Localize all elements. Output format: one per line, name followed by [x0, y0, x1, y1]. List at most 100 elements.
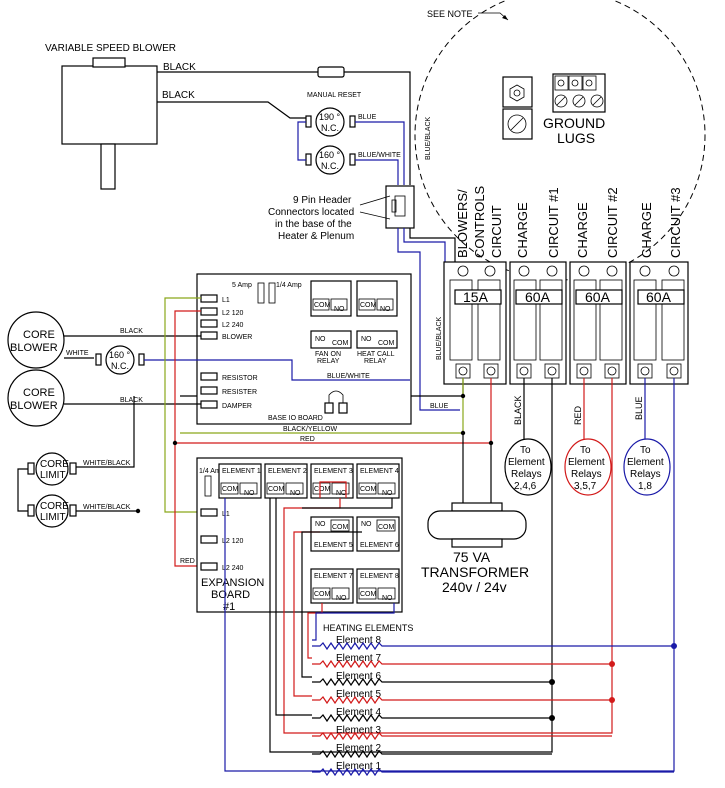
exp-element-1: ELEMENT 1	[222, 468, 261, 475]
relay-com: COM	[378, 524, 395, 531]
relay-callout-3-c: Relays	[630, 469, 661, 480]
exp-element-5: ELEMENT 5	[314, 542, 353, 549]
core-limit-1-label-b: LIMIT	[40, 470, 66, 481]
heating-elements: HEATING ELEMENTS Element 8 Element 7 Ele…	[312, 623, 677, 777]
heating-element-6: Element 6	[336, 671, 381, 682]
relay-com: COM	[314, 302, 331, 309]
io-damper: DAMPER	[222, 403, 252, 410]
base-io-board: 5 Amp 1/4 Amp L1 L2 120 L2 240 BLOWER RE…	[196, 273, 412, 425]
heating-element-4: Element 4	[336, 707, 381, 718]
wire-label-white-black-1: WHITE/BLACK	[83, 460, 131, 467]
see-note-label: SEE NOTE	[427, 9, 473, 19]
breaker-charge-circuit-1: CHARGE CIRCUIT #1 60A	[509, 187, 567, 385]
breaker-1-title-3: CIRCUIT	[489, 205, 504, 258]
limit-nc-3: N.C.	[111, 361, 129, 371]
relay-no: NO	[244, 490, 255, 497]
wire-label-white: WHITE	[66, 350, 89, 357]
nine-pin-label-1: 9 Pin Header	[293, 195, 352, 206]
wire-label-black-vert: BLACK	[513, 395, 523, 425]
breaker-4-title-1: CHARGE	[639, 202, 654, 258]
relay-callout-1-a: To	[520, 445, 531, 456]
relay-no: NO	[315, 336, 326, 343]
heat-call-relay-label-2: RELAY	[364, 358, 387, 365]
wire-label-black-yellow: BLACK/YELLOW	[283, 426, 337, 433]
breaker-charge-circuit-2: CHARGE CIRCUIT #2 60A	[569, 187, 627, 385]
relay-callout-2-a: To	[580, 445, 591, 456]
relay-no: NO	[380, 306, 391, 313]
breaker-1-amps: 15A	[463, 289, 489, 305]
breaker-2-amps: 60A	[525, 289, 551, 305]
relay-callout-3-d: 1,8	[638, 481, 652, 492]
breaker-3-amps: 60A	[585, 289, 611, 305]
breaker-2-title-2: CIRCUIT #1	[546, 187, 561, 258]
heating-element-2: Element 2	[336, 743, 381, 754]
relay-callout-2-d: 3,5,7	[574, 481, 597, 492]
relay-no: NO	[334, 306, 345, 313]
wire-label-white-black-2: WHITE/BLACK	[83, 504, 131, 511]
manual-reset-label: MANUAL RESET	[307, 92, 362, 99]
heating-elements-label: HEATING ELEMENTS	[323, 623, 413, 633]
wire-label-black-3: BLACK	[120, 328, 143, 335]
expansion-board-label-2: BOARD	[211, 589, 250, 601]
core-blower-1-label-a: CORE	[23, 329, 55, 341]
exp-element-8: ELEMENT 8	[360, 573, 399, 580]
relay-no: NO	[382, 595, 393, 602]
breaker-panel: BLOWERS/ CONTROLS CIRCUIT 15A CHARGE CIR…	[443, 185, 689, 385]
relay-callout-3-a: To	[640, 445, 651, 456]
exp-l1: L1	[222, 511, 230, 518]
exp-element-7: ELEMENT 7	[314, 573, 353, 580]
relay-no: NO	[290, 490, 301, 497]
breaker-1-title-2: CONTROLS	[472, 185, 487, 258]
wire-label-blue-white-2: BLUE/WHITE	[327, 373, 370, 380]
limit-190-label: 190 °	[319, 112, 341, 122]
fan-on-relay-label-1: FAN ON	[315, 351, 341, 358]
nine-pin-header: 9 Pin Header Connectors located in the b…	[268, 185, 460, 411]
exp-l2-120: L2 120	[222, 538, 244, 545]
core-blower-1-label-b: BLOWER	[10, 342, 58, 354]
ground-lugs-label-2: LUGS	[557, 130, 595, 146]
relay-callout-3-b: Element	[627, 457, 664, 468]
relay-com: COM	[268, 486, 285, 493]
relay-callout-2-b: Element	[568, 457, 605, 468]
expansion-board-label-3: #1	[223, 601, 235, 613]
relay-com: COM	[378, 340, 395, 347]
breaker-blowers-controls: BLOWERS/ CONTROLS CIRCUIT 15A	[443, 185, 507, 385]
heat-call-relay-label-1: HEAT CALL	[357, 351, 395, 358]
limit-nc-2: N.C.	[321, 161, 339, 171]
breaker-output-wires: BLACK RED BLUE	[175, 378, 675, 772]
wire-label-blue-black-2: BLUE/BLACK	[436, 316, 443, 360]
ground-lugs-label-1: GROUND	[543, 115, 605, 131]
relay-com: COM	[360, 302, 377, 309]
limit-160-label: 160 °	[319, 150, 341, 160]
relay-com: COM	[222, 486, 239, 493]
relay-com: COM	[314, 591, 331, 598]
relay-no: NO	[336, 595, 347, 602]
relay-no: NO	[315, 521, 326, 528]
variable-speed-blower-label: VARIABLE SPEED BLOWER	[45, 43, 176, 54]
variable-speed-blower: VARIABLE SPEED BLOWER BLACK BLACK	[45, 43, 411, 190]
fuse-quarter-amp-label: 1/4 Amp	[276, 282, 302, 289]
wire-label-black-4: BLACK	[120, 397, 143, 404]
io-l2-240: L2 240	[222, 322, 244, 329]
relay-com: COM	[360, 591, 377, 598]
breaker-3-title-1: CHARGE	[575, 202, 590, 258]
exp-element-2: ELEMENT 2	[268, 468, 307, 475]
heating-element-3: Element 3	[336, 725, 381, 736]
heating-element-7: Element 7	[336, 653, 381, 664]
io-register: RESISTER	[222, 389, 257, 396]
core-blower-2-label-b: BLOWER	[10, 400, 58, 412]
relay-com: COM	[332, 524, 349, 531]
transformer: 75 VA TRANSFORMER 240v / 24v	[421, 433, 529, 595]
exp-element-4: ELEMENT 4	[360, 468, 399, 475]
exp-element-3: ELEMENT 3	[314, 468, 353, 475]
relay-no: NO	[361, 336, 372, 343]
breaker-4-title-2: CIRCUIT #3	[668, 187, 683, 258]
io-l1: L1	[222, 297, 230, 304]
io-l2-120: L2 120	[222, 310, 244, 317]
exp-l2-240: L2 240	[222, 565, 244, 572]
core-limits: CORE LIMIT CORE LIMIT WHITE/BLACK WHITE/…	[17, 396, 141, 528]
expansion-board: 1/4 Amp L1 L2 120 L2 240 RED EXPANSION B…	[180, 457, 403, 613]
nine-pin-label-2: Connectors located	[268, 207, 354, 218]
